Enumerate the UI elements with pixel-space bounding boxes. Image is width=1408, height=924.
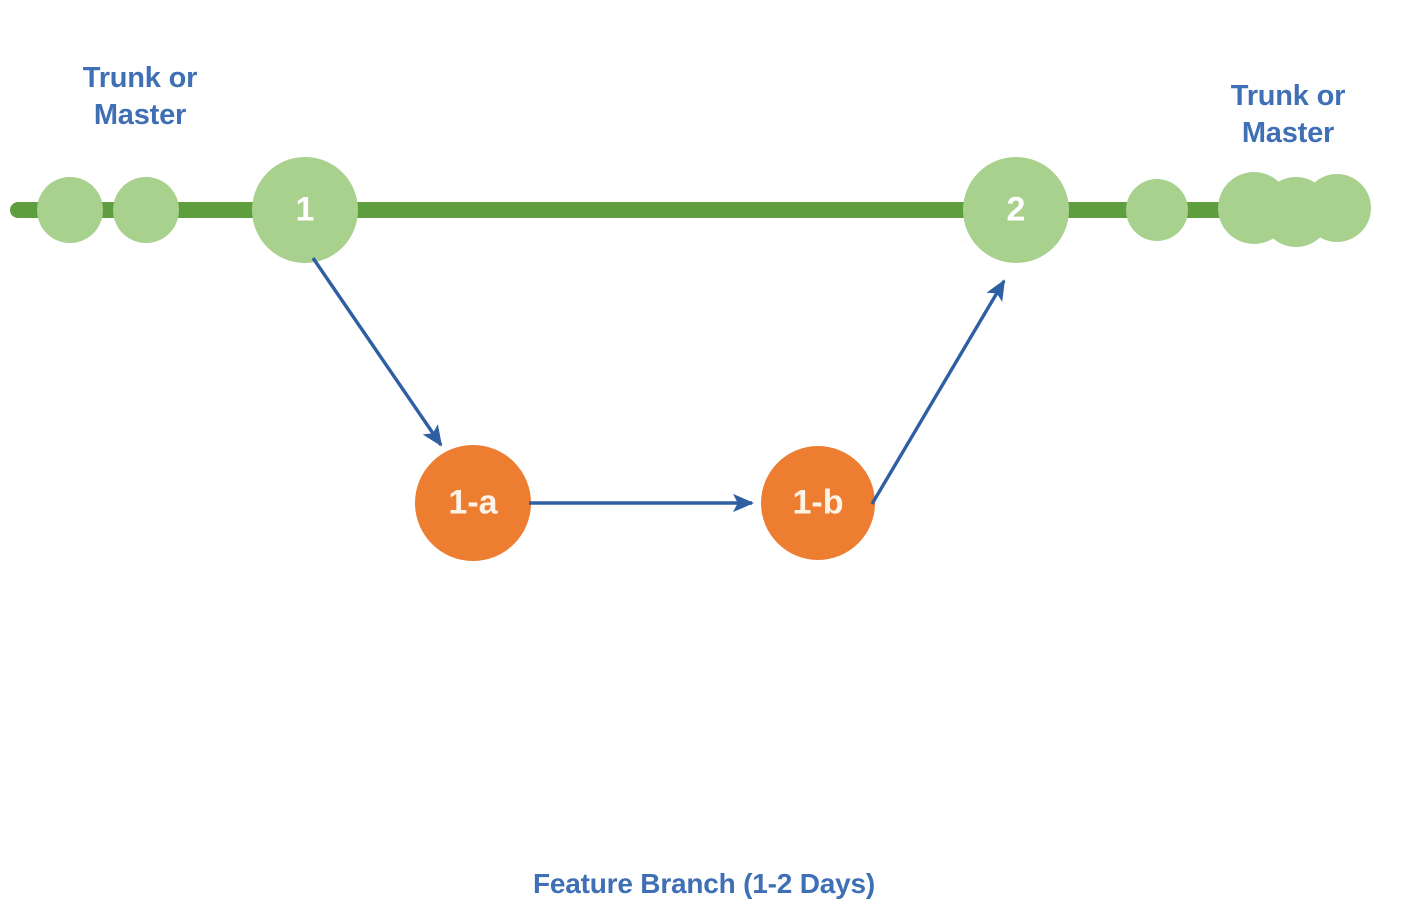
trunk-commit-b[interactable] (113, 177, 179, 243)
trunk-master-label-left: Trunk or Master (82, 62, 198, 132)
trunk-commit-1-label: 1 (295, 190, 315, 229)
branch-out-arrow (311, 257, 443, 447)
feature-commit-1a-label: 1-a (448, 483, 498, 522)
feature-commit-1a[interactable] (415, 445, 531, 561)
trunk-commit-c[interactable] (1126, 179, 1188, 241)
trunk-commit-f[interactable] (1303, 174, 1371, 242)
trunk-commit-1[interactable] (252, 157, 358, 263)
trunk-commit-nodes (37, 157, 1371, 263)
feature-commit-1b-label: 1-b (792, 483, 844, 522)
feature-commit-nodes (415, 445, 875, 561)
merge-back-arrow (870, 279, 1006, 505)
feature-branch-caption: Feature Branch (1-2 Days) (532, 868, 875, 899)
trunk-commit-a[interactable] (37, 177, 103, 243)
branch-arrows (311, 257, 1006, 513)
feature-commit-1b[interactable] (761, 446, 875, 560)
trunk-commit-2-label: 2 (1006, 190, 1026, 229)
trunk-commit-2[interactable] (963, 157, 1069, 263)
trunk-master-label-right: Trunk or Master (1230, 80, 1346, 150)
